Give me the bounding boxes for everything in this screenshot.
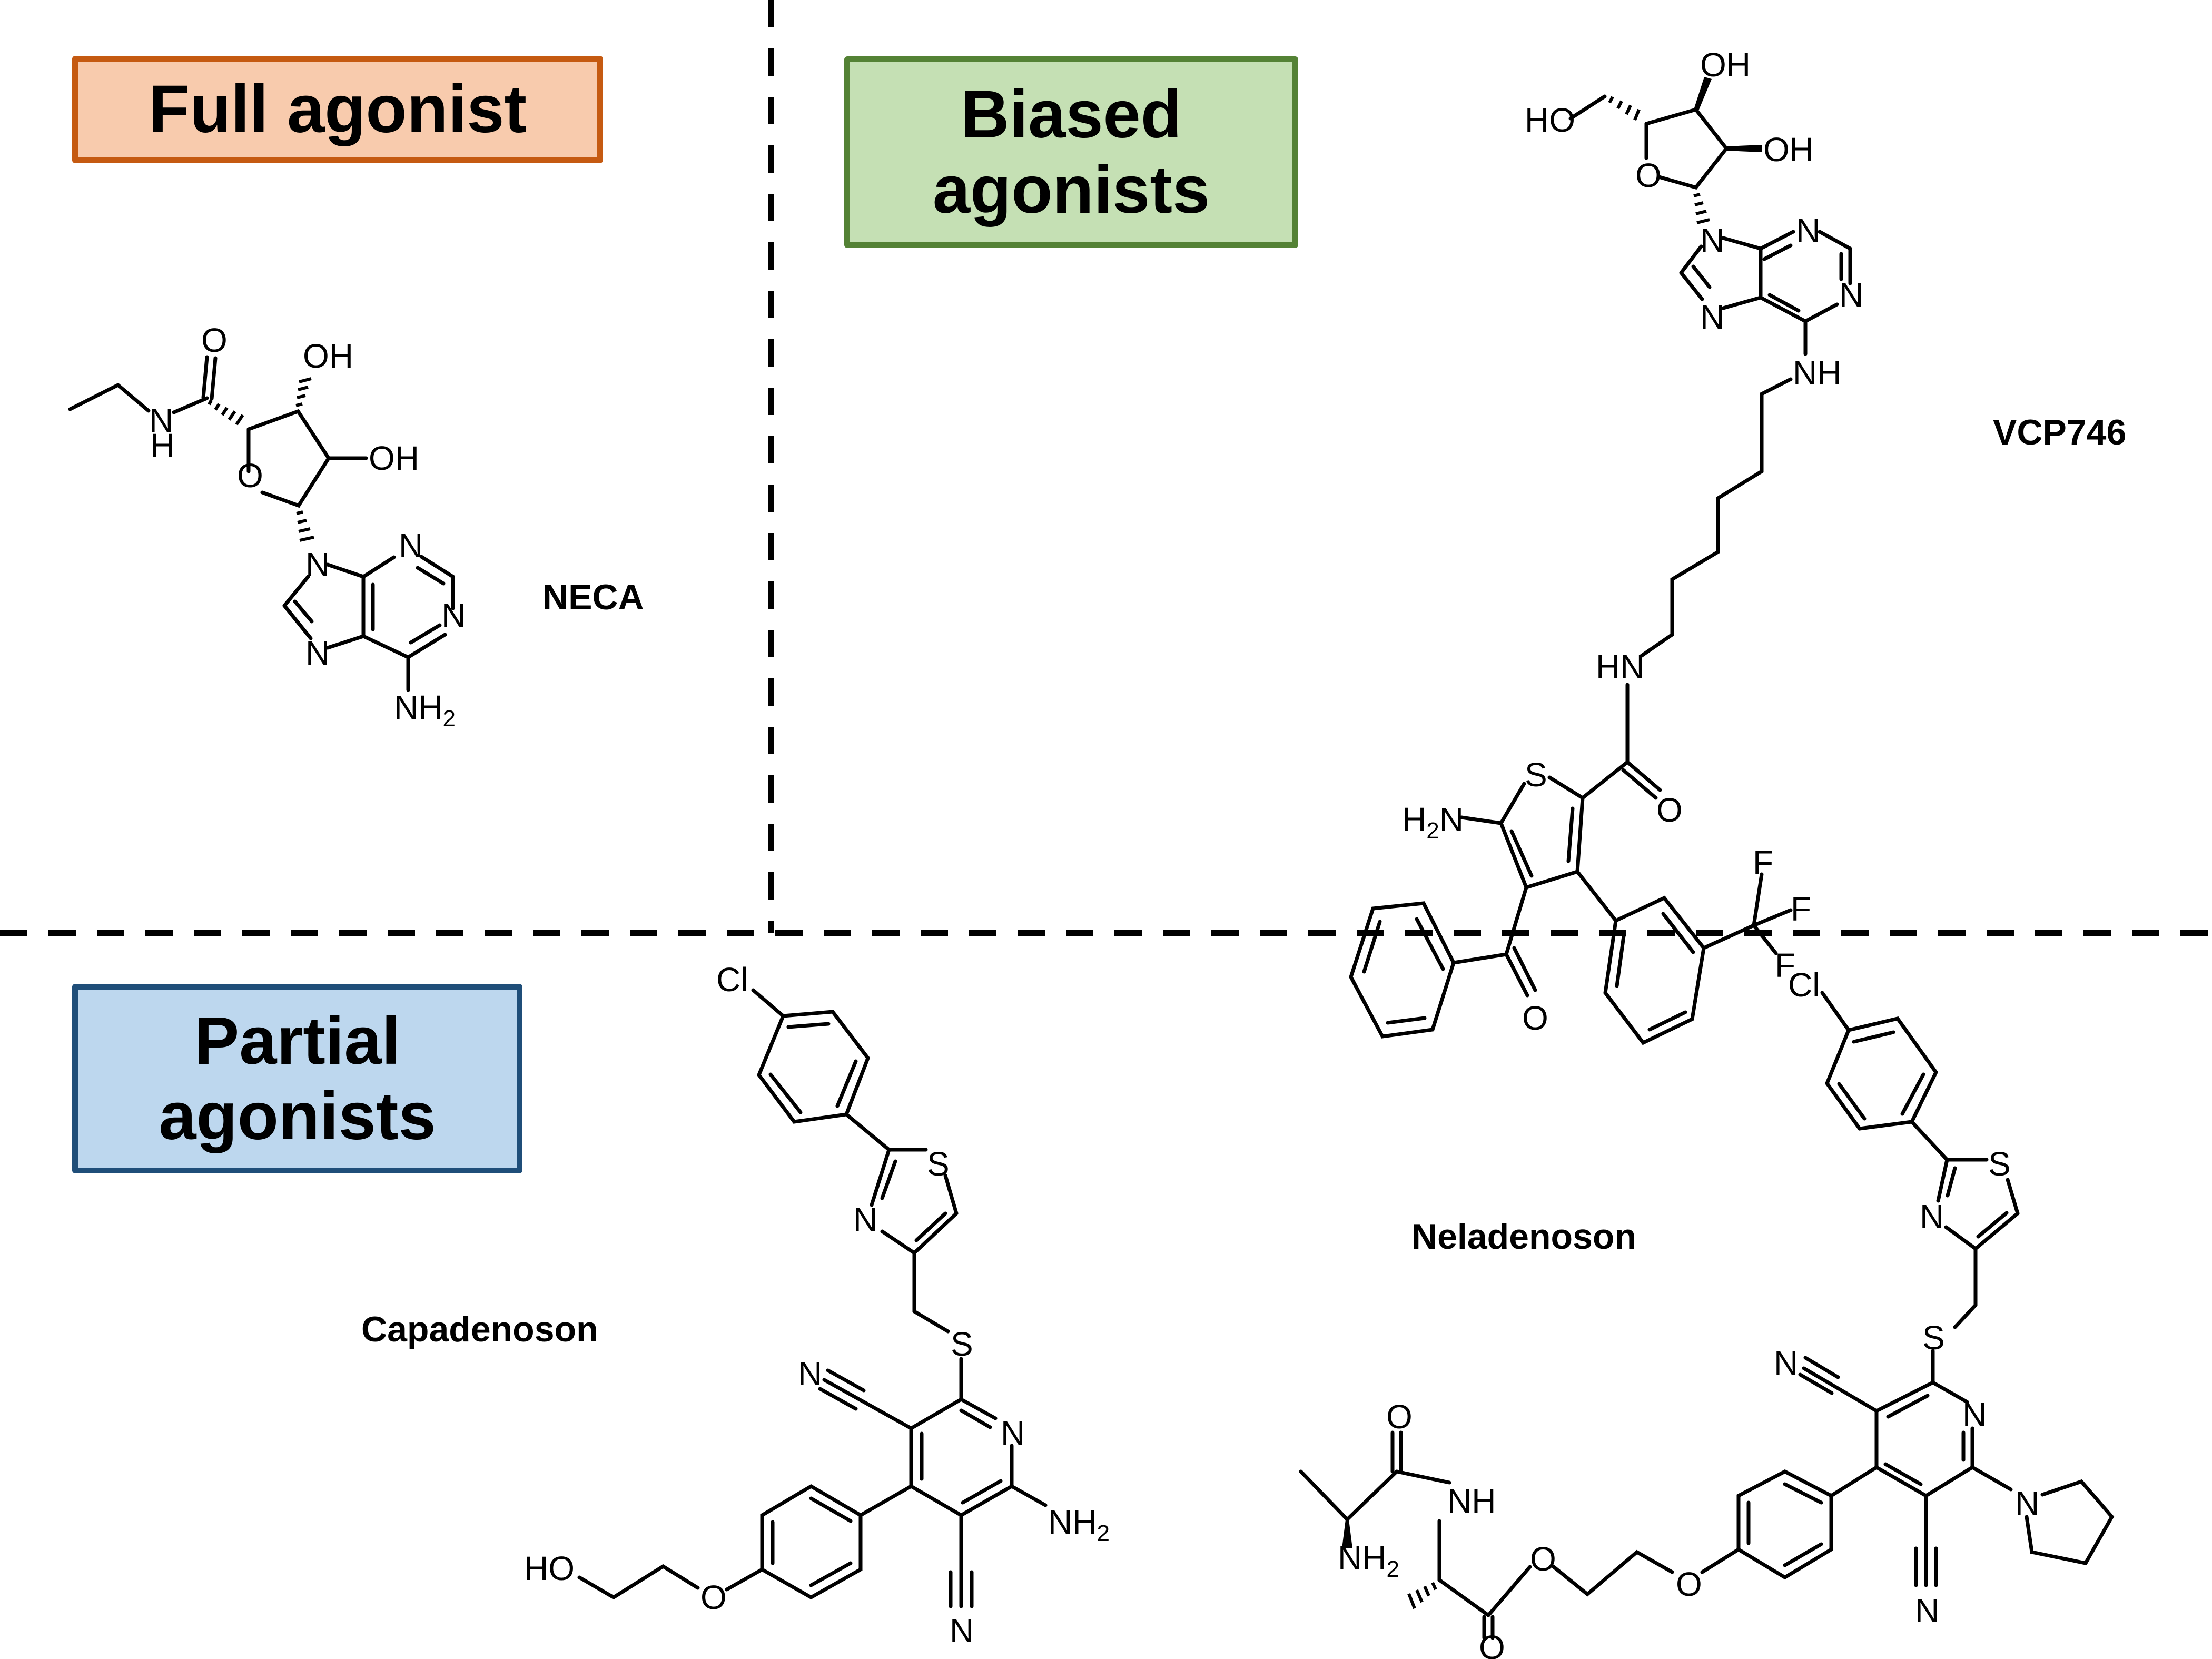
atom-label: N (1774, 1344, 1798, 1382)
biased-agonists-header: Biased agonists (844, 56, 1298, 248)
atom-label: F (1775, 946, 1795, 984)
atom-label: NH2 (394, 688, 456, 732)
atom-label: O (700, 1578, 727, 1616)
atom-label: N (853, 1201, 877, 1239)
compound-name-neca: NECA (542, 577, 644, 617)
atom-label: NH (1793, 354, 1841, 392)
atom-label: N (798, 1355, 822, 1393)
atom-label: O (1386, 1398, 1413, 1436)
biased-agonists-header-line1: Biased (961, 76, 1182, 152)
atom-label: H2N (1402, 801, 1464, 844)
atom-label: NH2 (1338, 1539, 1399, 1582)
atom-label: O (1656, 791, 1683, 829)
atom-label: N (149, 401, 173, 439)
compound-name-neladenoson: Neladenoson (1411, 1217, 1636, 1257)
atom-label: O (1530, 1540, 1556, 1578)
compound-name-capadenoson: Capadenoson (361, 1309, 598, 1349)
biased-agonists-header-line2: agonists (932, 152, 1210, 228)
atom-label: S (951, 1325, 973, 1363)
atom-label: N (441, 596, 466, 634)
atom-label: O (1635, 156, 1662, 194)
partial-agonists-header: Partial agonists (72, 984, 522, 1173)
atom-label: S (1922, 1319, 1945, 1357)
atom-label: Cl (716, 961, 748, 999)
atom-label: N (305, 634, 330, 672)
atom-label: OH (303, 337, 353, 375)
atom-label: S (1525, 756, 1547, 794)
atom-label: O (1479, 1628, 1505, 1659)
atom-label: H (150, 427, 174, 465)
atom-label: HO (524, 1549, 575, 1587)
atom-label: S (1988, 1145, 2011, 1183)
structure-neladenoson: Cl S N S N N N N O NH NH2 O O O (1299, 966, 2115, 1659)
atom-label: O (237, 457, 263, 495)
structure-neca: O OH OH N H O N N N N NH2 (68, 321, 466, 732)
atom-label: N (1920, 1198, 1944, 1236)
atom-label: OH (369, 439, 419, 477)
atom-label: S (927, 1145, 950, 1183)
atom-label: O (1676, 1565, 1702, 1603)
atom-label: N (1962, 1396, 1987, 1434)
atom-label: N (1700, 221, 1724, 259)
partial-agonists-header-line1: Partial (194, 1003, 401, 1079)
atom-label: N (399, 527, 423, 565)
atom-label: Cl (1788, 966, 1820, 1004)
atom-label: N (1915, 1592, 1939, 1630)
atom-label: N (1839, 276, 1863, 314)
atom-label: NH (1447, 1482, 1496, 1520)
atom-label: F (1753, 844, 1773, 882)
atom-label: HO (1525, 101, 1575, 139)
atom-label: N (1001, 1414, 1025, 1452)
atom-label: N (305, 546, 330, 584)
structure-capadenoson: Cl S N S N N NH2 N O HO (524, 961, 1110, 1650)
atom-label: N (2015, 1484, 2039, 1522)
structure-vcp746: HO OH OH O N N N N NH HN O S H2N O F F F (1349, 46, 1863, 1045)
atom-label: O (201, 321, 228, 359)
atom-label: N (1700, 298, 1724, 336)
atom-label: OH (1763, 131, 1814, 169)
atom-label: O (1522, 999, 1548, 1037)
compound-name-vcp746: VCP746 (1993, 412, 2127, 452)
atom-label: NH2 (1048, 1503, 1110, 1546)
full-agonist-header-label: Full agonist (148, 72, 527, 147)
atom-label: N (950, 1612, 974, 1650)
atom-label: N (1796, 212, 1820, 250)
full-agonist-header: Full agonist (72, 56, 603, 163)
atom-label: F (1791, 890, 1811, 928)
partial-agonists-header-line2: agonists (159, 1079, 436, 1154)
atom-label: OH (1700, 46, 1751, 84)
atom-label: HN (1596, 648, 1644, 686)
